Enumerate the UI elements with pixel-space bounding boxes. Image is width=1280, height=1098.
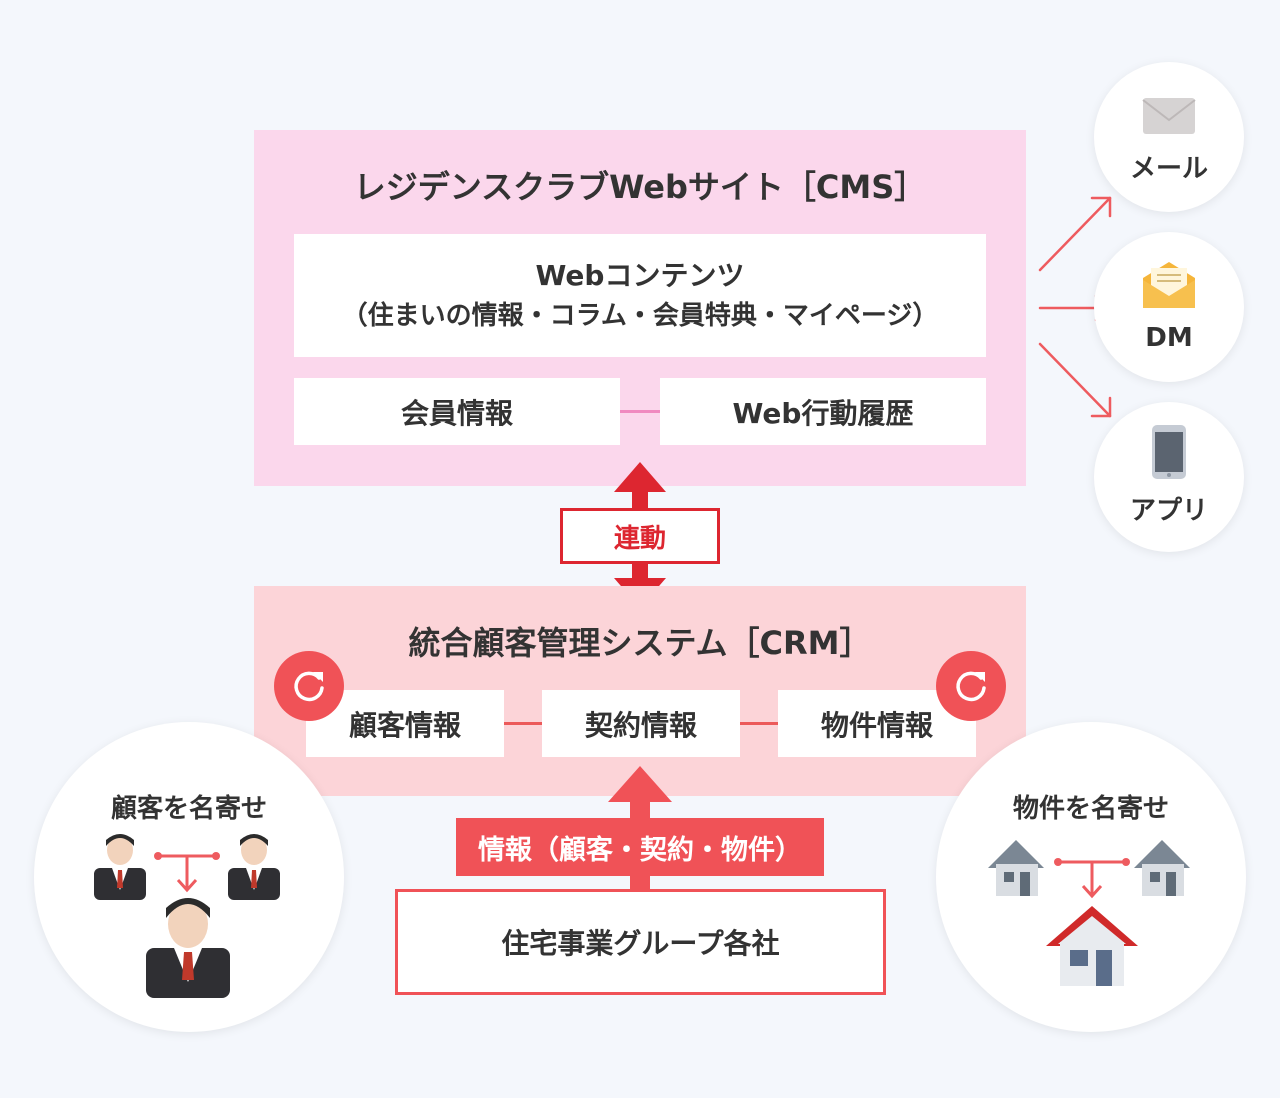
app-channel: アプリ bbox=[1094, 402, 1244, 552]
cms-title: レジデンスクラブWebサイト［CMS］ bbox=[353, 168, 927, 206]
property-merge-label: 物件を名寄せ bbox=[1012, 793, 1169, 824]
customer-merge-label: 顧客を名寄せ bbox=[110, 793, 267, 824]
customer-merge-graphic bbox=[94, 834, 280, 998]
refresh-icon bbox=[936, 651, 1006, 721]
mail-channel: メール bbox=[1094, 62, 1244, 212]
contract-info-box: 契約情報 bbox=[542, 690, 740, 757]
web-contents-detail: （住まいの情報・コラム・会員特典・マイページ） bbox=[341, 300, 939, 331]
source-companies-box: 住宅事業グループ各社 bbox=[395, 889, 886, 995]
person-icon bbox=[146, 898, 230, 998]
web-contents-box: Webコンテンツ （住まいの情報・コラム・会員特典・マイページ） bbox=[294, 234, 986, 357]
channel-label: メール bbox=[1129, 153, 1208, 184]
open-letter-icon bbox=[1143, 262, 1195, 308]
arrow-to-mail bbox=[1038, 196, 1112, 272]
arrow-to-app bbox=[1038, 342, 1112, 418]
member-info-box: 会員情報 bbox=[294, 378, 620, 445]
info-label: 情報（顧客・契約・物件） bbox=[456, 818, 824, 876]
crm-title: 統合顧客管理システム［CRM］ bbox=[408, 624, 872, 662]
person-icon bbox=[228, 834, 280, 900]
web-contents-title: Webコンテンツ bbox=[535, 258, 745, 292]
refresh-icon bbox=[274, 651, 344, 721]
dm-channel: DM bbox=[1094, 232, 1244, 382]
crm-connector-line bbox=[504, 722, 542, 725]
channel-label: アプリ bbox=[1129, 495, 1208, 526]
house-icon bbox=[1046, 906, 1138, 986]
house-icon bbox=[1134, 840, 1190, 896]
merge-arrow-icon bbox=[158, 854, 216, 893]
customer-merge-bubble: 顧客を名寄せ bbox=[34, 722, 344, 1032]
link-label: 連動 bbox=[560, 508, 720, 564]
merge-arrow-icon bbox=[1058, 860, 1126, 899]
channel-label: DM bbox=[1145, 323, 1193, 353]
crm-connector-line bbox=[740, 722, 778, 725]
person-icon bbox=[94, 834, 146, 900]
property-merge-graphic bbox=[988, 840, 1190, 986]
web-history-box: Web行動履歴 bbox=[660, 378, 986, 445]
house-icon bbox=[988, 840, 1044, 896]
property-merge-bubble: 物件を名寄せ bbox=[936, 722, 1246, 1032]
smartphone-icon bbox=[1152, 425, 1186, 479]
cms-connector-line bbox=[620, 410, 660, 413]
envelope-icon bbox=[1142, 98, 1196, 134]
